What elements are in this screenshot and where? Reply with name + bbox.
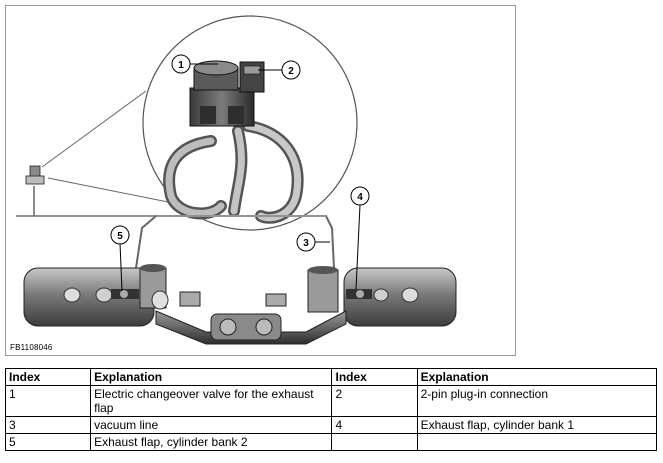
explanation-cell: Exhaust flap, cylinder bank 2 xyxy=(90,433,333,451)
diagram-illustration: 1 2 3 4 5 xyxy=(16,15,457,345)
center-pipes xyxy=(155,291,347,345)
index-cell: 5 xyxy=(4,433,92,451)
index-cell xyxy=(331,433,418,451)
callout-4-label: 4 xyxy=(357,192,363,203)
index-cell: 2 xyxy=(331,385,418,417)
table-row: 1 Electric changeover valve for the exha… xyxy=(4,385,658,417)
header-explanation-a: Explanation xyxy=(90,368,333,386)
legend-header-row: Index Explanation Index Explanation xyxy=(4,368,658,386)
muffler-left xyxy=(23,264,169,327)
index-cell: 1 xyxy=(4,385,92,417)
callout-1-label: 1 xyxy=(178,60,184,71)
callout-3: 3 xyxy=(296,232,316,252)
index-cell: 4 xyxy=(331,416,418,434)
table-row: 3 vacuum line 4 Exhaust flap, cylinder b… xyxy=(4,416,658,434)
header-explanation-b: Explanation xyxy=(416,368,658,386)
header-index-b: Index xyxy=(331,368,418,386)
callout-1: 1 xyxy=(171,54,191,74)
callout-2-label: 2 xyxy=(288,66,294,77)
callout-leaders xyxy=(119,63,361,292)
callout-4: 4 xyxy=(350,186,370,206)
exhaust-diagram: 1 2 3 4 5 FB1108046 xyxy=(5,5,516,356)
explanation-cell xyxy=(416,433,658,451)
explanation-cell: Electric changeover valve for the exhaus… xyxy=(90,385,333,417)
muffler-right xyxy=(307,266,457,327)
callout-5: 5 xyxy=(110,225,130,245)
table-row: 5 Exhaust flap, cylinder bank 2 xyxy=(4,433,658,451)
index-cell: 3 xyxy=(4,416,92,434)
figure-id-label: FB1108046 xyxy=(10,343,53,352)
callout-5-label: 5 xyxy=(117,231,123,242)
detail-magnifier xyxy=(41,15,358,231)
vacuum-line xyxy=(16,165,335,269)
header-index-a: Index xyxy=(4,368,92,386)
callout-3-label: 3 xyxy=(303,238,309,249)
callout-2: 2 xyxy=(281,60,301,80)
legend-table: Index Explanation Index Explanation 1 El… xyxy=(4,368,658,451)
explanation-cell: 2-pin plug-in connection xyxy=(416,385,658,417)
explanation-cell: Exhaust flap, cylinder bank 1 xyxy=(416,416,658,434)
explanation-cell: vacuum line xyxy=(90,416,333,434)
